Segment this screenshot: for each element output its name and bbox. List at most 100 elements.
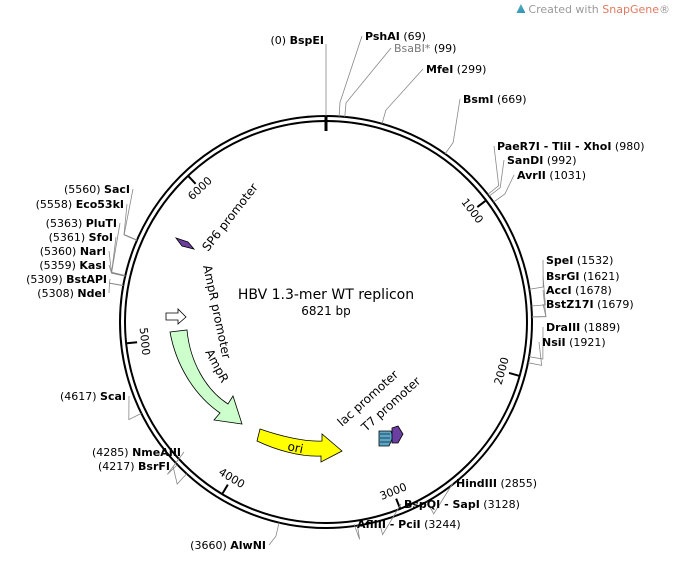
- site-name: BsaBI*: [394, 42, 431, 55]
- site-coord: (5359): [39, 259, 76, 272]
- restriction-site-pluti[interactable]: (5363) PluTI: [46, 217, 117, 230]
- site-leader-line: [378, 503, 402, 536]
- restriction-site-bspei[interactable]: (0) BspEI: [270, 34, 324, 47]
- restriction-site-bsrgi[interactable]: BsrGI (1621): [546, 270, 620, 283]
- site-name: KasI: [79, 259, 106, 272]
- restriction-site-nari[interactable]: (5360) NarI: [40, 245, 106, 258]
- restriction-site-scai[interactable]: (4617) ScaI: [60, 390, 126, 403]
- watermark-prefix: Created with: [528, 3, 603, 16]
- ampr-promoter-label: AmpR promoter: [200, 264, 234, 360]
- site-leader-line: [353, 523, 361, 540]
- restriction-site-sandi[interactable]: SanDI (992): [507, 154, 577, 167]
- site-name: SfoI: [89, 231, 113, 244]
- restriction-site-kasi[interactable]: (5359) KasI: [39, 259, 106, 272]
- restriction-site-eco53ki[interactable]: (5558) Eco53kI: [36, 198, 124, 211]
- site-name: AlwNI: [230, 539, 266, 552]
- site-coord: (1679): [597, 298, 634, 311]
- site-leader-line: [529, 259, 544, 290]
- site-coord: (1678): [575, 284, 612, 297]
- site-leader-line: [527, 341, 543, 366]
- snapgene-logo-icon: [516, 4, 526, 13]
- site-leader-line: [528, 326, 544, 360]
- plasmid-size: 6821 bp: [301, 304, 351, 318]
- site-leader-line: [426, 482, 454, 515]
- tick-label: 2000: [492, 356, 512, 386]
- site-name: NarI: [80, 245, 106, 258]
- restriction-site-draiii[interactable]: DraIII (1889): [546, 321, 620, 334]
- restriction-site-sfoi[interactable]: (5361) SfoI: [49, 231, 113, 244]
- site-coord: (5560): [64, 183, 101, 196]
- site-leader-line: [381, 68, 424, 124]
- site-name: NdeI: [77, 287, 106, 300]
- restriction-site-acci[interactable]: AccI (1678): [546, 284, 612, 297]
- site-coord: (1921): [569, 336, 606, 349]
- site-leader-line: [128, 395, 142, 421]
- tick-mark: [187, 175, 197, 185]
- site-leader-line: [111, 222, 126, 276]
- site-coord: (5360): [40, 245, 77, 258]
- site-coord: (3244): [424, 518, 461, 531]
- restriction-site-ndei[interactable]: (5308) NdeI: [37, 287, 106, 300]
- site-label-layer: (0) BspEI PshAI (69)BsaBI* (99) MfeI (299)…: [26, 30, 644, 552]
- restriction-site-mfei[interactable]: MfeI (299): [426, 63, 486, 76]
- tick-mark: [126, 341, 138, 345]
- site-name: BstZ17I: [546, 298, 594, 311]
- restriction-site-bsrfi[interactable]: (4217) BsrFI: [98, 460, 170, 473]
- site-name: SanDI: [507, 154, 543, 167]
- site-name: PluTI: [86, 217, 117, 230]
- site-name: DraIII: [546, 321, 580, 334]
- site-name: BsrFI: [138, 460, 170, 473]
- restriction-site-nsii[interactable]: NsiI (1921): [542, 336, 606, 349]
- site-name: BspQI - SapI: [404, 498, 480, 511]
- restriction-site-hindiii[interactable]: HindIII (2855): [456, 477, 537, 490]
- site-leader-line: [167, 451, 185, 475]
- ori-feature[interactable]: ori: [256, 428, 343, 463]
- site-leader-line: [531, 275, 546, 307]
- site-coord: (669): [497, 93, 527, 106]
- site-name: HindIII: [456, 477, 497, 490]
- restriction-site-pshai[interactable]: PshAI (69): [365, 30, 426, 43]
- site-name: PaeR7I - TliI - XhoI: [497, 140, 611, 153]
- site-name: PshAI: [365, 30, 400, 43]
- restriction-site-bspqi-sapi[interactable]: BspQI - SapI (3128): [404, 498, 520, 511]
- site-coord: (2855): [500, 477, 537, 490]
- restriction-site-alwni[interactable]: (3660) AlwNI: [190, 539, 266, 552]
- tick-mark: [221, 484, 229, 495]
- site-leader-line: [493, 174, 515, 203]
- site-coord: (3660): [190, 539, 227, 552]
- tick-label: 4000: [216, 465, 247, 491]
- site-leader-line: [123, 188, 138, 241]
- site-name: AflIII - PciI: [357, 518, 421, 531]
- site-coord: (5361): [49, 231, 86, 244]
- site-name: AccI: [546, 284, 572, 297]
- restriction-site-bstapi[interactable]: (5309) BstAPI: [26, 273, 107, 286]
- leader-layer: [108, 35, 547, 546]
- site-leader-line: [531, 289, 547, 318]
- ori-label: ori: [286, 439, 304, 456]
- site-name: BsmI: [463, 93, 494, 106]
- restriction-site-paer7i-tlii-xhoi[interactable]: PaeR7I - TliI - XhoI (980): [497, 140, 645, 153]
- tick-mark: [476, 199, 487, 208]
- site-name: Eco53kI: [76, 198, 124, 211]
- site-name: NmeAIII: [132, 446, 181, 459]
- restriction-site-bsabi-[interactable]: BsaBI* (99): [394, 42, 456, 55]
- site-leader-line: [172, 465, 187, 485]
- site-coord: (4285): [92, 446, 129, 459]
- restriction-site-bstz17i[interactable]: BstZ17I (1679): [546, 298, 634, 311]
- site-leader-line: [531, 303, 547, 318]
- site-name: MfeI: [426, 63, 453, 76]
- lac-promoter-arrow: [378, 430, 394, 447]
- site-name: SacI: [104, 183, 130, 196]
- restriction-site-avrii[interactable]: AvrII (1031): [517, 169, 586, 182]
- site-coord: (5309): [26, 273, 63, 286]
- restriction-site-afliii-pcii[interactable]: AflIII - PciI (3244): [357, 518, 461, 531]
- ori-arrow: [256, 428, 343, 463]
- site-coord: (0): [270, 34, 286, 47]
- site-coord: (99): [434, 42, 457, 55]
- site-coord: (992): [547, 154, 577, 167]
- site-coord: (5558): [36, 198, 73, 211]
- restriction-site-bsmi[interactable]: BsmI (669): [463, 93, 527, 106]
- restriction-site-nmeaiii[interactable]: (4285) NmeAIII: [92, 446, 181, 459]
- restriction-site-spei[interactable]: SpeI (1532): [546, 254, 613, 267]
- restriction-site-saci[interactable]: (5560) SacI: [64, 183, 130, 196]
